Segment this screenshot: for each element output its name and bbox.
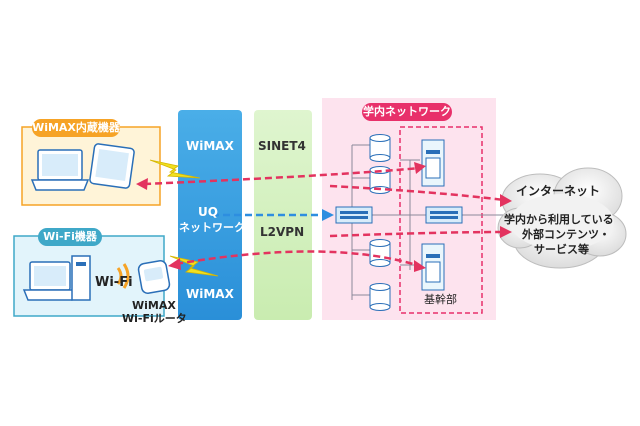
core-server-icon [421, 243, 445, 291]
switch-icon [425, 206, 463, 224]
uq-network-column [178, 110, 242, 320]
laptop-icon [22, 255, 91, 301]
arrowhead-icon [136, 162, 512, 272]
lightning-icon [149, 159, 201, 179]
router-label-line2: Wi-Fiルータ [122, 312, 187, 325]
services-label-line1: 学内から利用している [504, 213, 614, 226]
data-flow-arrows [143, 166, 505, 268]
core-server-icon [421, 139, 445, 187]
router-label-line1: WiMAX [132, 299, 176, 312]
sinet4-label: SINET4 [258, 139, 306, 153]
tablet-icon [89, 143, 135, 189]
server-icon [369, 239, 391, 267]
uq-label-line1: UQ [198, 205, 218, 219]
campus-network-tag: 学内ネットワーク [362, 103, 452, 121]
services-label-line2: 外部コンテンツ・ [522, 228, 610, 241]
internet-label: インターネット [516, 184, 601, 198]
core-label: 基幹部 [424, 293, 457, 306]
lightning-icon [169, 255, 219, 277]
laptop-icon [30, 149, 90, 191]
wimax-router-icon [137, 259, 171, 295]
uq-label-line2: ネットワーク [179, 221, 245, 234]
core-section-border [399, 126, 483, 314]
server-icon [369, 134, 391, 162]
wifi-devices-tag: Wi-Fi機器 [38, 228, 102, 246]
uq-wimax-bottom-label: WiMAX [186, 287, 234, 301]
switch-icon [335, 206, 373, 224]
wifi-label: Wi-Fi [95, 275, 133, 290]
wimax-builtin-tag: WiMAX内蔵機器 [32, 119, 120, 137]
uq-wimax-top-label: WiMAX [186, 139, 234, 153]
server-icon [369, 283, 391, 311]
services-label-line3: サービス等 [534, 243, 589, 256]
wifi-signal-icon [116, 263, 130, 289]
l2vpn-label: L2VPN [260, 225, 305, 239]
l2vpn-link [212, 209, 334, 221]
